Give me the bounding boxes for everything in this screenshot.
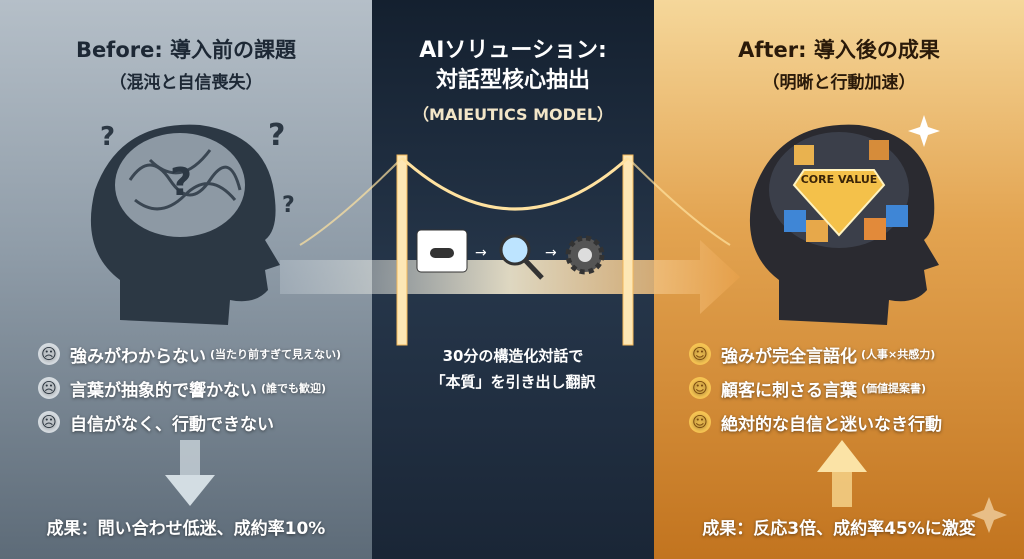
after-panel: After: 導入後の成果 （明晰と行動加速） CORE VALUE ☺ 強みが完… — [654, 0, 1024, 559]
core-value-head-icon: CORE VALUE — [749, 115, 940, 326]
desc-line: 「本質」を引き出し翻訳 — [430, 373, 596, 391]
after-benefit-list: ☺ 強みが完全言語化 (人事×共感力) ☺ 顧客に刺さる言葉 (価値提案書) ☺ 絶対的な… — [689, 337, 942, 439]
sad-face-icon: ☹ — [38, 411, 60, 433]
after-title: After: 導入後の成果 — [738, 38, 940, 62]
solution-title-line1: AIソリューション: — [419, 38, 607, 63]
list-item: ☺ 顧客に刺さる言葉 (価値提案書) — [689, 371, 942, 405]
before-title: Before: 導入前の課題 — [75, 38, 297, 62]
svg-text:?: ? — [170, 160, 192, 204]
happy-face-icon: ☺ — [689, 377, 711, 399]
item-text: 言葉が抽象的で響かない — [70, 380, 257, 401]
item-text: 絶対的な自信と迷いなき行動 — [721, 414, 942, 435]
down-arrow-icon — [165, 440, 215, 506]
sad-face-icon: ☹ — [38, 343, 60, 365]
svg-text:→: → — [475, 245, 487, 261]
solution-title-line2: 対話型核心抽出 — [435, 68, 590, 93]
happy-face-icon: ☺ — [689, 343, 711, 365]
item-text: 自信がなく、行動できない — [70, 414, 274, 435]
bridge-illustration: →→ — [280, 154, 740, 346]
svg-text:→: → — [545, 245, 557, 261]
up-arrow-icon — [817, 440, 867, 507]
confused-head-icon: ? ? ? ? — [90, 118, 295, 326]
magnifier-icon — [499, 234, 531, 266]
item-note: (誰でも歓迎) — [261, 382, 327, 395]
item-note: (人事×共感力) — [861, 348, 936, 361]
svg-text:?: ? — [268, 118, 285, 153]
solution-description: 30分の構造化対話で「本質」を引き出し翻訳 — [372, 343, 654, 395]
item-note: (当たり前すぎて見えない) — [210, 348, 342, 361]
list-item: ☺ 絶対的な自信と迷いなき行動 — [689, 405, 942, 439]
list-item: ☹ 強みがわからない (当たり前すぎて見えない) — [38, 337, 341, 371]
after-result: 成果：反応3倍、成約率45%に激変 — [702, 519, 976, 539]
before-subtitle: （混沌と自信喪失） — [109, 73, 263, 93]
before-problem-list: ☹ 強みがわからない (当たり前すぎて見えない) ☹ 言葉が抽象的で響かない (誰でも歓… — [38, 337, 341, 439]
sparkle-icon — [971, 497, 1007, 533]
list-item: ☹ 言葉が抽象的で響かない (誰でも歓迎) — [38, 371, 341, 405]
item-text: 顧客に刺さる言葉 — [721, 380, 857, 401]
list-item: ☹ 自信がなく、行動できない — [38, 405, 341, 439]
core-value-badge: CORE VALUE — [801, 173, 878, 186]
desc-line: 30分の構造化対話で — [442, 347, 584, 365]
happy-face-icon: ☺ — [689, 411, 711, 433]
item-text: 強みがわからない — [70, 346, 206, 367]
solution-subtitle: （MAIEUTICS MODEL） — [412, 105, 614, 124]
list-item: ☺ 強みが完全言語化 (人事×共感力) — [689, 337, 942, 371]
item-text: 強みが完全言語化 — [721, 346, 857, 367]
svg-text:?: ? — [282, 193, 295, 218]
after-subtitle: （明晰と行動加速） — [762, 73, 916, 93]
svg-text:?: ? — [100, 122, 115, 152]
item-note: (価値提案書) — [861, 382, 927, 395]
before-result: 成果：問い合わせ低迷、成約率10% — [46, 519, 326, 539]
sad-face-icon: ☹ — [38, 377, 60, 399]
